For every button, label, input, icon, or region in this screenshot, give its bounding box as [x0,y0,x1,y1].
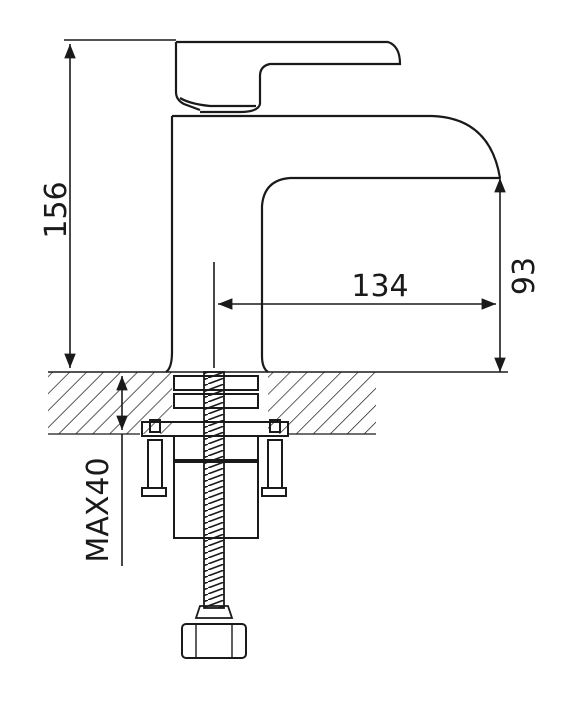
deck-hatch-right [268,372,376,434]
label-spout-reach: 134 [351,269,408,304]
label-max-deck-thickness: MAX40 [81,457,116,562]
dimension-overall-height [64,39,176,368]
threaded-shaft [203,371,225,609]
dimension-spout-height [376,178,508,373]
clamp-lip-left [149,419,161,433]
threaded-rod [181,371,247,659]
clamp-lip-right [269,419,281,433]
wing-nut-right [261,487,287,497]
faucet-body [165,40,502,373]
spout-underside [260,176,500,373]
rod-collar [194,605,234,619]
lever-base-left [174,42,201,112]
lever-cap-line [179,97,256,108]
wing-nut-left [141,487,167,497]
bolt-left [147,439,163,489]
lever-arm [176,40,402,114]
label-spout-height: 93 [507,257,542,295]
body-left-edge [165,116,174,373]
deck-section [48,371,376,435]
deck-hatch-left [48,372,172,434]
spout-top-curve [172,114,502,179]
hex-fitting [181,623,247,659]
label-overall-height: 156 [39,181,74,238]
bolt-right [267,439,283,489]
